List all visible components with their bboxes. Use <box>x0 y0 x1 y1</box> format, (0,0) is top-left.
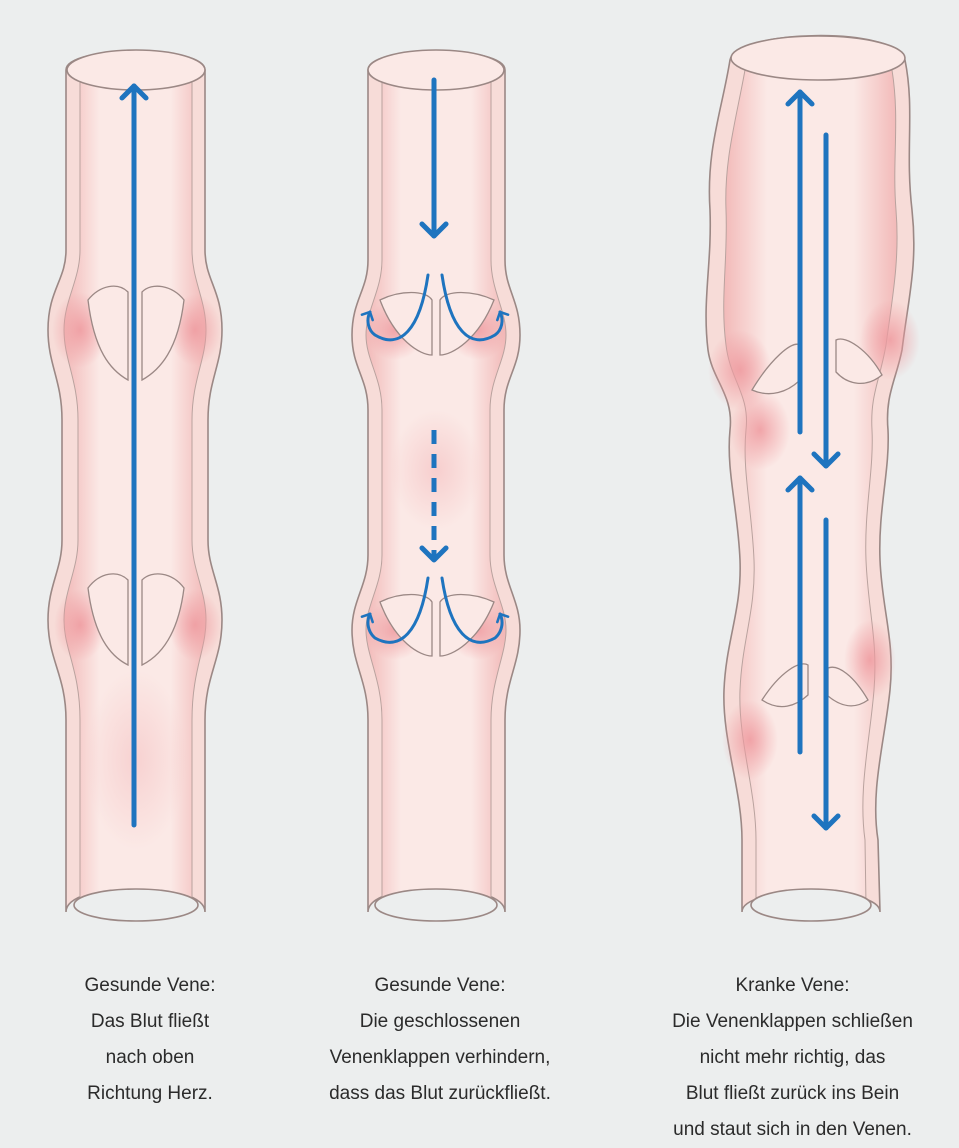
caption-line: Die Venenklappen schließen <box>630 1004 955 1040</box>
caption-healthy-vein-valves: Gesunde Vene: Die geschlossenen Venenkla… <box>290 968 590 1112</box>
caption-title: Gesunde Vene: <box>20 968 280 1004</box>
caption-line: nach oben <box>20 1040 280 1076</box>
caption-line: Blut fließt zurück ins Bein <box>630 1076 955 1112</box>
caption-title: Gesunde Vene: <box>290 968 590 1004</box>
caption-line: Das Blut fließt <box>20 1004 280 1040</box>
caption-title: Kranke Vene: <box>630 968 955 1004</box>
caption-line: Venenklappen verhindern, <box>290 1040 590 1076</box>
caption-healthy-vein-flow: Gesunde Vene: Das Blut fließt nach oben … <box>20 968 280 1112</box>
caption-line: und staut sich in den Venen. <box>630 1112 955 1148</box>
caption-diseased-vein: Kranke Vene: Die Venenklappen schließen … <box>630 968 955 1148</box>
caption-line: Die geschlossenen <box>290 1004 590 1040</box>
caption-line: nicht mehr richtig, das <box>630 1040 955 1076</box>
caption-line: Richtung Herz. <box>20 1076 280 1112</box>
diseased-vein <box>706 36 920 921</box>
vein-illustrations <box>0 0 959 950</box>
caption-line: dass das Blut zurückfließt. <box>290 1076 590 1112</box>
